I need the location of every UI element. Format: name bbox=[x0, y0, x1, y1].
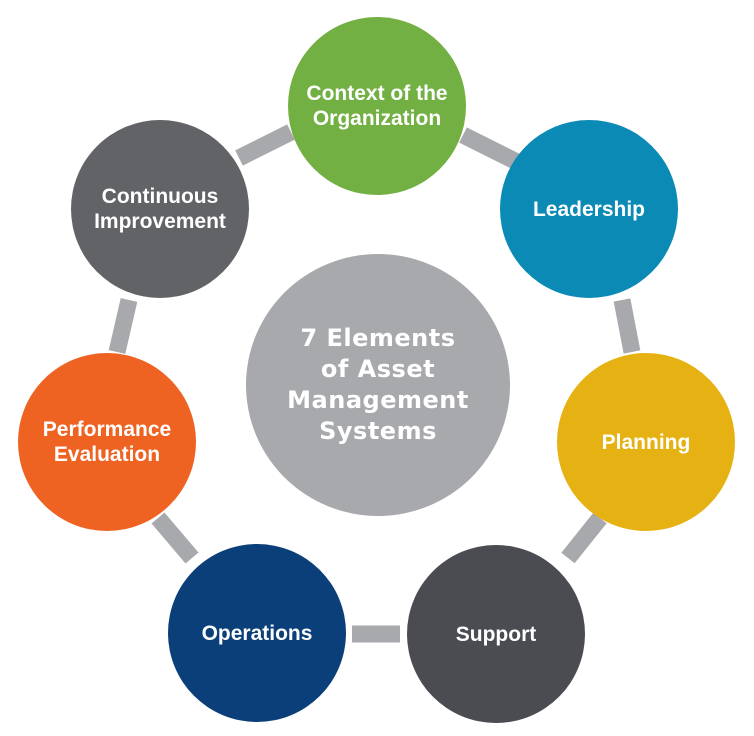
element-leadership: Leadership bbox=[500, 120, 678, 298]
connector-leadership-planning bbox=[613, 298, 641, 354]
connector-context-leadership bbox=[459, 127, 521, 170]
element-operations: Operations bbox=[168, 544, 346, 722]
element-continuous-improvement: Continuous Improvement bbox=[71, 120, 249, 298]
connector-continuous-context bbox=[235, 124, 295, 166]
element-support: Support bbox=[407, 545, 585, 723]
element-planning: Planning bbox=[557, 353, 735, 531]
connector-planning-support bbox=[561, 512, 607, 564]
element-context-of-the-organization: Context of the Organization bbox=[288, 17, 466, 195]
connector-operations-performance bbox=[151, 512, 199, 564]
element-performance-evaluation: Performance Evaluation bbox=[18, 353, 196, 531]
connector-performance-continuous bbox=[108, 298, 138, 354]
center-title-circle: 7 Elements of Asset Management Systems bbox=[246, 254, 510, 516]
